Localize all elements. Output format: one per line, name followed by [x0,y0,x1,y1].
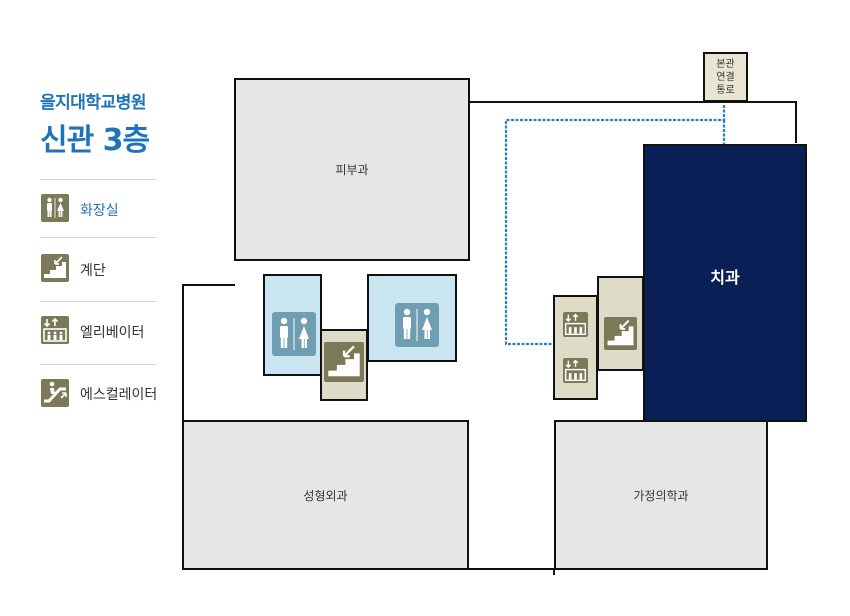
passage-label: 본관 연결 통로 [716,58,735,96]
route-line [504,105,726,346]
legend-divider [40,301,156,302]
elevator-icon [563,312,588,337]
legend-elevator-label: 엘리베이터 [80,325,145,341]
floor-title: 신관 3층 [40,123,150,158]
room-dermatology-label: 피부과 [335,163,369,177]
legend-divider [40,237,156,238]
room-plastic-surgery[interactable]: 성형외과 [182,420,469,570]
escalator-icon [41,379,69,407]
room-plastic-surgery-label: 성형외과 [303,488,348,503]
stairs-icon [41,254,69,282]
room-dermatology[interactable]: 피부과 [234,78,470,261]
restroom-icon [395,303,439,347]
legend-divider [40,364,156,365]
restroom-icon [41,194,69,222]
stairs-icon [324,342,364,382]
legend-escalator-label: 에스컬레이터 [80,387,158,403]
room-family-medicine[interactable]: 가정의학과 [554,420,768,570]
room-dentistry-label: 치과 [710,268,740,287]
hospital-name: 을지대학교병원 [40,93,146,113]
room-main-building-passage[interactable]: 본관 연결 통로 [703,52,748,102]
room-family-medicine-label: 가정의학과 [633,488,689,503]
restroom-icon [272,312,316,356]
legend-divider [40,179,156,180]
elevator-core[interactable] [553,295,598,400]
legend-restroom-label: 화장실 [80,203,119,219]
stairs-icon [604,317,637,350]
elevator-icon [41,316,69,344]
elevator-icon [563,358,588,383]
room-dentistry[interactable]: 치과 [643,144,807,422]
legend-stairs-label: 계단 [80,263,106,279]
